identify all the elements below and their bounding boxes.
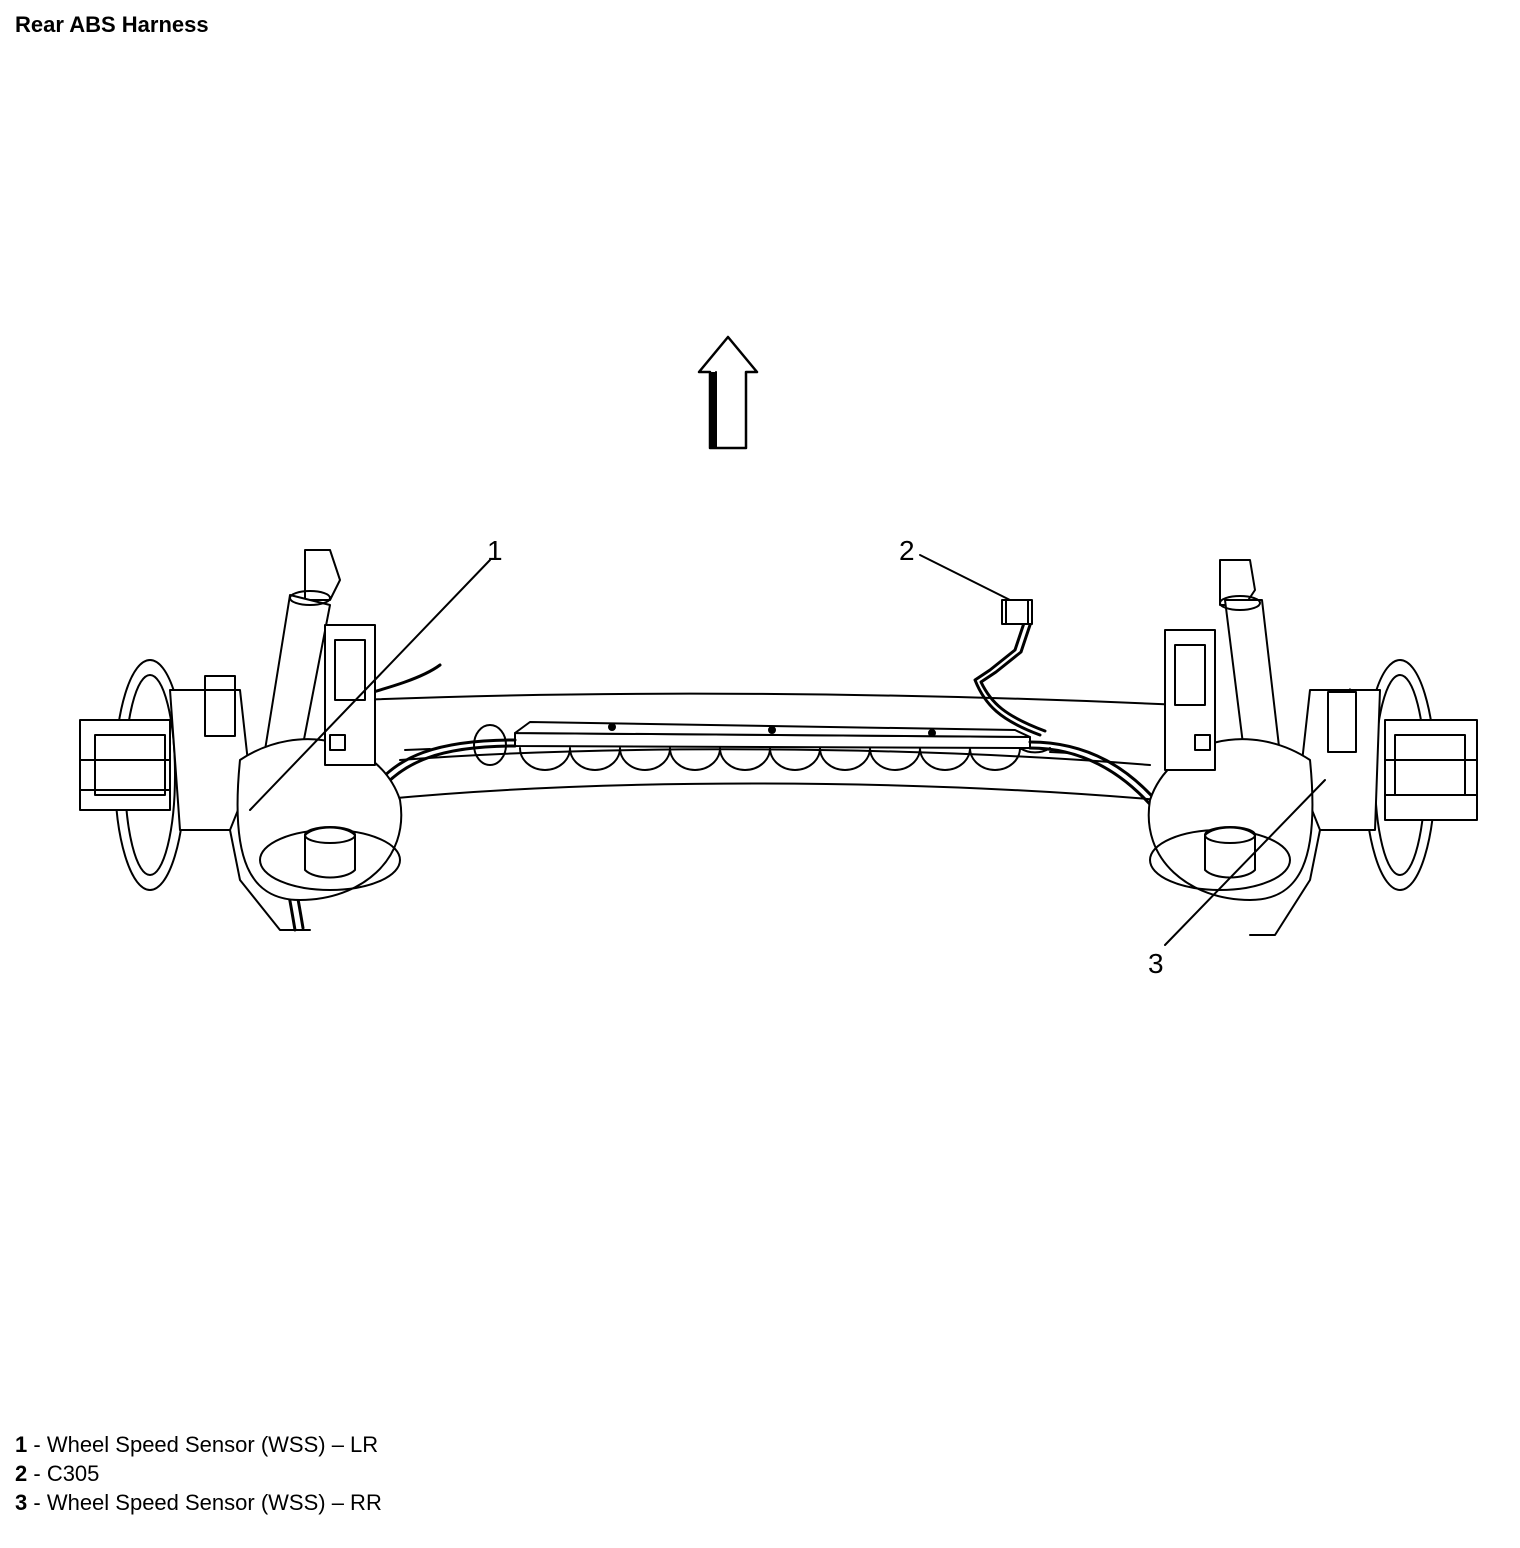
legend-number: 2 <box>15 1461 28 1486</box>
legend-separator: - <box>27 1461 47 1486</box>
callout-3: 3 <box>1148 948 1164 979</box>
right-wheel-assembly <box>1147 559 1478 936</box>
callout-1: 1 <box>487 535 503 566</box>
callout-2: 2 <box>899 535 915 566</box>
legend-item: 1 - Wheel Speed Sensor (WSS) – LR <box>15 1430 382 1459</box>
page-title: Rear ABS Harness <box>15 12 209 37</box>
legend-item: 2 - C305 <box>15 1459 382 1488</box>
callout-1-leader <box>249 559 491 811</box>
legend-label: C305 <box>46 1461 100 1486</box>
left-wheel-assembly <box>79 549 403 931</box>
legend-number: 3 <box>15 1490 28 1515</box>
legend-separator: - <box>27 1432 47 1457</box>
legend: 1 - Wheel Speed Sensor (WSS) – LR 2 - C3… <box>15 1430 382 1517</box>
legend-separator: - <box>27 1490 47 1515</box>
legend-item: 3 - Wheel Speed Sensor (WSS) – RR <box>15 1488 382 1517</box>
legend-number: 1 <box>15 1432 28 1457</box>
legend-label: Wheel Speed Sensor (WSS) – RR <box>46 1490 382 1515</box>
c305-connector <box>1001 599 1033 625</box>
callout-3-leader <box>1164 779 1326 946</box>
callout-2-leader <box>919 554 1011 601</box>
legend-label: Wheel Speed Sensor (WSS) – LR <box>46 1432 379 1457</box>
forward-arrow-icon <box>697 335 759 450</box>
